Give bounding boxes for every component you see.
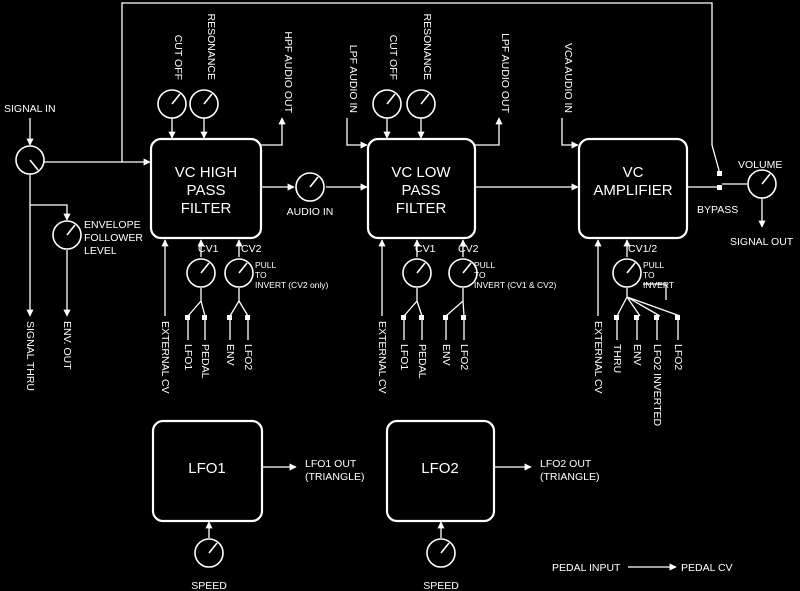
lfo2-out-label-2: (TRIANGLE) bbox=[540, 471, 600, 483]
volume-knob[interactable] bbox=[747, 169, 777, 199]
lpf-title-line1: VC LOW bbox=[391, 164, 451, 181]
signal-thru-label: SIGNAL THRU bbox=[24, 321, 36, 391]
hpf-lfo1-label: LFO1 bbox=[182, 344, 194, 370]
hpf-cv1-knob[interactable] bbox=[186, 258, 216, 288]
hpf-cv2-knob[interactable] bbox=[224, 258, 254, 288]
hpf-title-line3: FILTER bbox=[181, 200, 232, 217]
vca-thru-label: THRU bbox=[611, 344, 623, 373]
hpf-resonance-label: RESONANCE bbox=[205, 13, 217, 80]
lfo2-speed-knob[interactable] bbox=[426, 538, 456, 568]
jack-terminals bbox=[185, 171, 722, 320]
lpf-block: VC LOW PASS FILTER bbox=[366, 137, 477, 240]
envelope-follower-label-1: ENVELOPE bbox=[84, 219, 141, 231]
vca-block: VC AMPLIFIER bbox=[577, 137, 689, 240]
lpf-title-line3: FILTER bbox=[396, 200, 447, 217]
signal-out-label: SIGNAL OUT bbox=[730, 236, 794, 248]
lfo1-title: LFO1 bbox=[188, 460, 226, 477]
lfo2-title: LFO2 bbox=[421, 460, 459, 477]
lpf-pull-label: PULL bbox=[474, 260, 496, 270]
lpf-cv2-label: CV2 bbox=[458, 243, 479, 255]
vca-env-label: ENV bbox=[631, 344, 643, 366]
hpf-lfo2-label: LFO2 bbox=[242, 344, 254, 370]
hpf-cutoff-knob[interactable] bbox=[157, 89, 187, 119]
hpf-pull-label: PULL bbox=[255, 260, 277, 270]
lfo2-speed-label: SPEED bbox=[423, 580, 459, 591]
lfo1-speed-label: SPEED bbox=[191, 580, 227, 591]
signal-in-label: SIGNAL IN bbox=[4, 103, 56, 115]
lpf-external-cv-label: EXTERNAL CV bbox=[376, 321, 388, 394]
lfo1-block: LFO1 bbox=[151, 419, 264, 523]
lpf-cv1-knob[interactable] bbox=[402, 258, 432, 288]
vca-cv12-label: CV1/2 bbox=[628, 243, 657, 255]
lpf-lfo2-label: LFO2 bbox=[458, 344, 470, 370]
envelope-follower-label-2: FOLLOWER bbox=[84, 232, 143, 244]
wiring bbox=[26, 2, 766, 571]
lpf-resonance-label: RESONANCE bbox=[421, 13, 433, 80]
lpf-audio-out-label: LPF AUDIO OUT bbox=[499, 33, 511, 114]
hpf-invert-label: INVERT (CV2 only) bbox=[255, 280, 329, 290]
vca-external-cv-label: EXTERNAL CV bbox=[592, 321, 604, 394]
lpf-cutoff-knob[interactable] bbox=[372, 89, 402, 119]
pedal-input-label: PEDAL INPUT bbox=[552, 562, 621, 574]
vca-to-label: TO bbox=[643, 270, 655, 280]
vca-title-line1: VC bbox=[623, 164, 644, 181]
hpf-block: VC HIGH PASS FILTER bbox=[149, 137, 263, 240]
vca-lfo2-inverted-label: LFO2 INVERTED bbox=[651, 344, 663, 426]
lpf-lfo1-label: LFO1 bbox=[398, 344, 410, 370]
hpf-resonance-knob[interactable] bbox=[189, 89, 219, 119]
lfo2-block: LFO2 bbox=[385, 419, 496, 523]
hpf-to-label: TO bbox=[255, 270, 267, 280]
envelope-follower-label-3: LEVEL bbox=[84, 245, 117, 257]
audio-in-knob[interactable] bbox=[295, 172, 325, 202]
lpf-cv1-label: CV1 bbox=[415, 243, 436, 255]
vca-audio-in-label: VCA AUDIO IN bbox=[562, 43, 574, 113]
hpf-external-cv-label: EXTERNAL CV bbox=[159, 321, 171, 394]
vca-title-line2: AMPLIFIER bbox=[593, 182, 672, 199]
volume-label: VOLUME bbox=[738, 159, 782, 171]
vca-invert-label: INVERT bbox=[643, 280, 674, 290]
env-out-label: ENV. OUT bbox=[61, 321, 73, 370]
audio-in-label: AUDIO IN bbox=[287, 206, 334, 218]
hpf-title-line1: VC HIGH bbox=[175, 164, 238, 181]
hpf-cutoff-label: CUT OFF bbox=[172, 35, 184, 80]
lpf-pedal-label: PEDAL bbox=[416, 344, 428, 379]
hpf-cv1-label: CV1 bbox=[198, 243, 219, 255]
vca-pull-label: PULL bbox=[643, 260, 665, 270]
lfo1-speed-knob[interactable] bbox=[194, 538, 224, 568]
lpf-cv2-knob[interactable] bbox=[448, 258, 478, 288]
hpf-env-label: ENV bbox=[224, 344, 236, 366]
vca-lfo2-label: LFO2 bbox=[672, 344, 684, 370]
vca-cv12-knob[interactable] bbox=[612, 258, 642, 288]
lpf-audio-in-label: LPF AUDIO IN bbox=[347, 45, 359, 113]
lpf-invert-label: INVERT (CV1 & CV2) bbox=[474, 280, 557, 290]
hpf-title-line2: PASS bbox=[187, 182, 226, 199]
lpf-to-label: TO bbox=[474, 270, 486, 280]
lfo1-out-label-2: (TRIANGLE) bbox=[305, 471, 365, 483]
lpf-env-label: ENV bbox=[440, 344, 452, 366]
hpf-cv2-label: CV2 bbox=[241, 243, 262, 255]
lfo2-out-label-1: LFO2 OUT bbox=[540, 458, 592, 470]
input-knob[interactable] bbox=[15, 145, 45, 175]
pedal-cv-label: PEDAL CV bbox=[681, 562, 733, 574]
hpf-pedal-label: PEDAL bbox=[199, 344, 211, 379]
lpf-cutoff-label: CUT OFF bbox=[387, 35, 399, 80]
lpf-resonance-knob[interactable] bbox=[406, 89, 436, 119]
envelope-follower-knob[interactable] bbox=[52, 220, 82, 250]
lfo1-out-label-1: LFO1 OUT bbox=[305, 458, 357, 470]
hpf-audio-out-label: HPF AUDIO OUT bbox=[282, 31, 294, 113]
bypass-label: BYPASS bbox=[697, 204, 738, 216]
lpf-title-line2: PASS bbox=[402, 182, 441, 199]
